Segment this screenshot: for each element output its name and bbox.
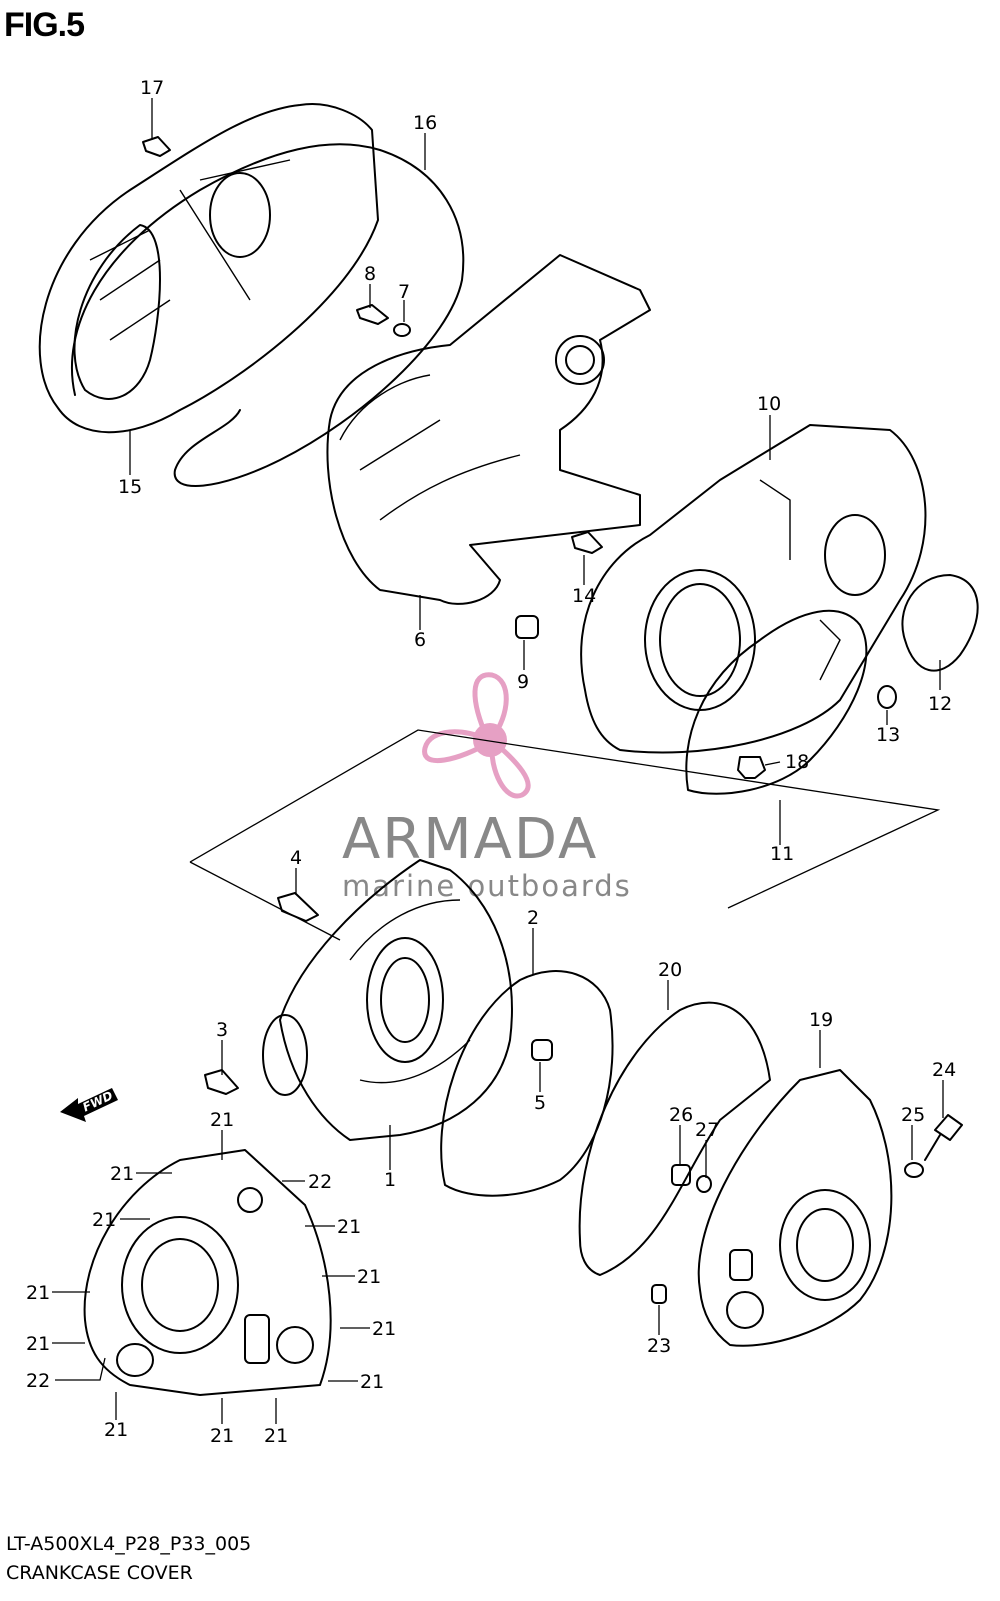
part-4-bolt	[277, 892, 319, 922]
label-part-24: 24	[932, 1059, 956, 1081]
label-part-2: 2	[527, 907, 539, 929]
part-5-dowel	[531, 1039, 553, 1061]
part-17-bolt	[142, 136, 171, 157]
label-part-22-b: 22	[26, 1370, 50, 1392]
part-12-gasket	[901, 574, 979, 672]
drawing-code: LT-A500XL4_P28_P33_005	[6, 1533, 252, 1555]
figure-title: FIG.5	[4, 6, 85, 44]
label-part-11: 11	[770, 843, 794, 865]
label-part-18: 18	[785, 751, 809, 773]
label-part-21-a: 21	[210, 1109, 234, 1131]
part-13-seal	[877, 685, 897, 709]
label-part-9: 9	[517, 671, 529, 693]
part-23-dowel	[651, 1284, 667, 1304]
label-part-21-l: 21	[360, 1371, 384, 1393]
label-part-21-k: 21	[372, 1318, 396, 1340]
part-2-gasket	[440, 970, 614, 1197]
part-8-bolt	[356, 304, 389, 325]
part-20-gasket	[578, 1001, 771, 1276]
propeller-logo-icon	[422, 672, 531, 799]
part-10-side-cover	[580, 424, 927, 754]
part-24-bolt	[924, 1114, 963, 1161]
part-19-right-cover	[697, 1069, 893, 1347]
propeller-hub-icon	[473, 723, 507, 757]
part-18-plug	[737, 756, 766, 779]
part-6-inner-housing	[326, 254, 651, 605]
label-part-1: 1	[384, 1169, 396, 1191]
label-part-17: 17	[140, 77, 164, 99]
label-part-6: 6	[414, 629, 426, 651]
label-part-5: 5	[534, 1092, 546, 1114]
label-part-20: 20	[658, 959, 682, 981]
label-part-27: 27	[695, 1119, 719, 1141]
label-part-21-b: 21	[110, 1163, 134, 1185]
label-part-21-e: 21	[26, 1333, 50, 1355]
fwd-label: FWD	[81, 1088, 115, 1114]
label-part-21-i: 21	[337, 1216, 361, 1238]
label-part-21-c: 21	[92, 1209, 116, 1231]
part-25-washer	[904, 1162, 924, 1178]
part-15-outer-cover	[38, 103, 379, 434]
armada-watermark: ARMADA marine outboards	[342, 672, 632, 903]
leader-lines	[52, 98, 944, 1424]
label-part-12: 12	[928, 693, 952, 715]
label-part-10: 10	[757, 393, 781, 415]
label-part-3: 3	[216, 1019, 228, 1041]
part-7-washer	[393, 323, 411, 337]
watermark-brand: ARMADA	[342, 807, 598, 872]
label-part-14: 14	[572, 585, 596, 607]
part-3-bolt	[204, 1069, 239, 1095]
label-part-13: 13	[876, 724, 900, 746]
part-9-dowel	[515, 615, 539, 639]
assembly-bracket-line-lower	[189, 861, 341, 941]
label-part-21-j: 21	[357, 1266, 381, 1288]
label-part-21-g: 21	[210, 1425, 234, 1447]
label-part-23: 23	[647, 1335, 671, 1357]
part-1-crankcase-cover	[262, 859, 513, 1141]
drawing-name: CRANKCASE COVER	[6, 1562, 193, 1584]
label-part-26: 26	[669, 1104, 693, 1126]
part-11-gasket	[685, 609, 868, 795]
label-part-21-f: 21	[104, 1419, 128, 1441]
label-part-7: 7	[398, 281, 410, 303]
fwd-arrow-icon: FWD	[60, 1088, 118, 1122]
label-part-15: 15	[118, 476, 142, 498]
label-part-21-d: 21	[26, 1282, 50, 1304]
label-part-25: 25	[901, 1104, 925, 1126]
label-part-19: 19	[809, 1009, 833, 1031]
part-21-22-lower-cover	[83, 1149, 332, 1396]
part-14-bolt	[571, 531, 603, 554]
part-16-gasket	[70, 143, 465, 487]
part-26-plug	[671, 1164, 691, 1186]
assembly-bracket-line	[189, 729, 941, 909]
watermark-tagline: marine outboards	[342, 869, 632, 903]
part-number-labels: 17 16 8 7 15 6 9 10 14 12 13 18 11 4 2 3…	[26, 77, 956, 1447]
label-part-8: 8	[364, 263, 376, 285]
label-part-4: 4	[290, 847, 302, 869]
label-part-21-h: 21	[264, 1425, 288, 1447]
label-part-16: 16	[413, 112, 437, 134]
label-part-22-a: 22	[308, 1171, 332, 1193]
part-27-washer	[696, 1175, 712, 1193]
